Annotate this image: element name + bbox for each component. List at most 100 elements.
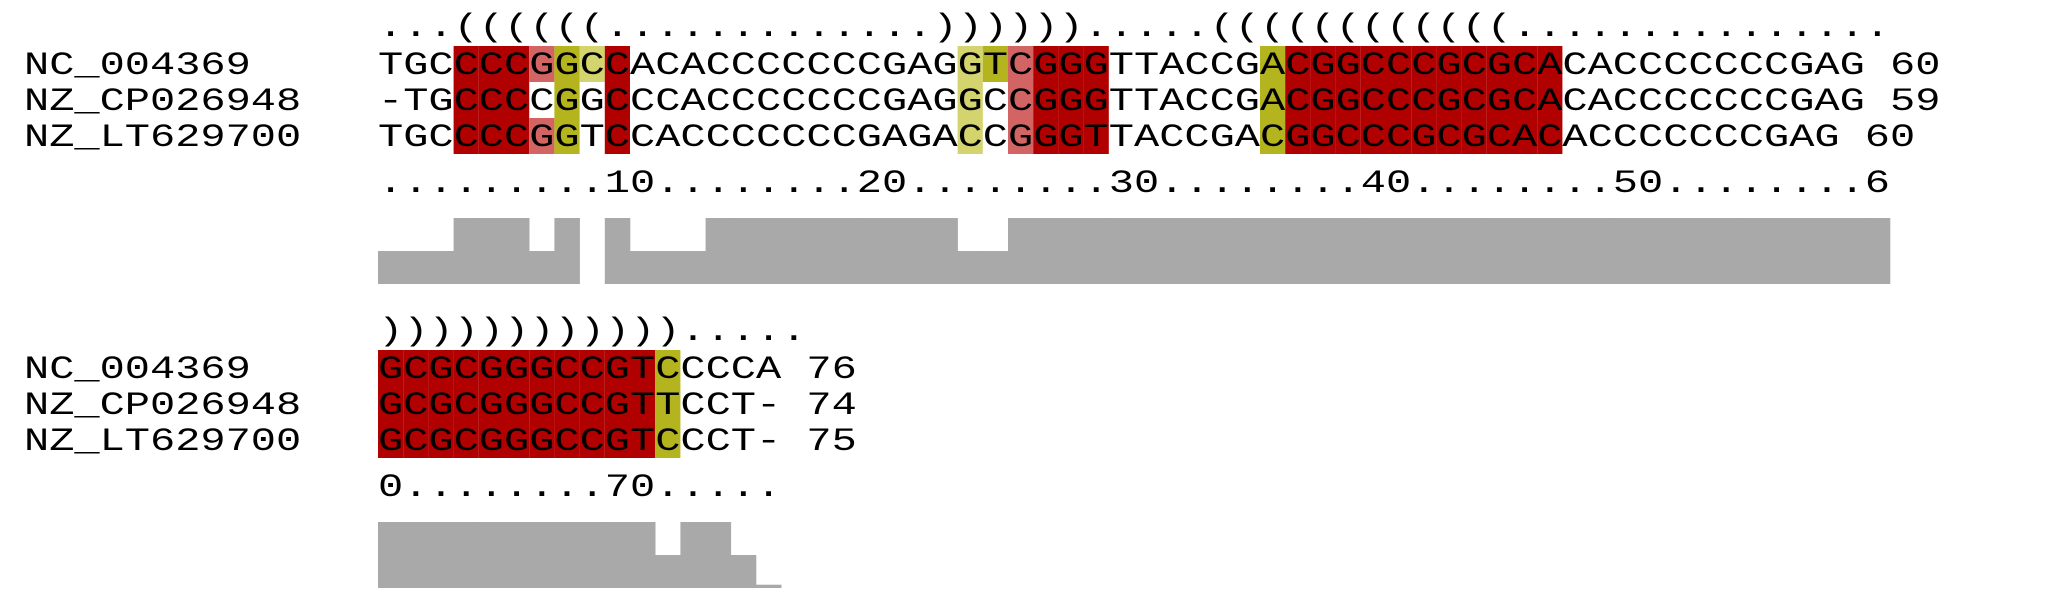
conservation-bar — [1411, 218, 1437, 284]
position-ruler: 0........70..... — [378, 469, 781, 506]
conservation-bar — [1058, 218, 1084, 284]
conservation-bar — [781, 218, 807, 284]
conservation-cell — [504, 350, 530, 386]
conservation-cell — [604, 46, 630, 82]
conservation-cell — [957, 118, 983, 154]
conservation-bar — [756, 218, 782, 284]
conservation-bar — [529, 251, 555, 284]
conservation-cell — [1335, 118, 1361, 154]
conservation-bar — [1108, 218, 1135, 284]
conservation-bar — [1033, 218, 1059, 284]
conservation-cell — [529, 118, 555, 154]
conservation-cell — [529, 46, 555, 82]
conservation-bar — [932, 218, 958, 284]
sequence-name: NC_004369 — [24, 47, 251, 84]
conservation-cell — [957, 46, 983, 82]
conservation-bar — [1310, 218, 1336, 284]
conservation-cell — [1411, 46, 1437, 82]
conservation-cell — [1486, 118, 1512, 154]
conservation-cell — [478, 82, 504, 118]
conservation-bar — [730, 218, 757, 284]
conservation-bar — [1562, 218, 1588, 284]
conservation-cell — [453, 46, 479, 82]
conservation-cell — [378, 422, 404, 458]
conservation-cell — [529, 422, 555, 458]
conservation-cell — [1310, 82, 1336, 118]
conservation-cell — [1083, 46, 1109, 82]
conservation-bar — [1638, 218, 1664, 284]
conservation-bar — [630, 251, 656, 284]
conservation-bar — [1386, 218, 1412, 284]
conservation-bar — [604, 218, 631, 284]
conservation-bar — [1209, 218, 1236, 284]
conservation-bar — [806, 218, 832, 284]
conservation-cell — [378, 350, 404, 386]
conservation-cell — [1360, 46, 1386, 82]
conservation-cell — [504, 118, 530, 154]
sequence-row: GCGCGGGCCGTCCCT- — [378, 423, 781, 460]
conservation-cell — [630, 422, 656, 458]
conservation-cell — [982, 46, 1008, 82]
conservation-cell — [579, 46, 605, 82]
conservation-bar — [856, 218, 883, 284]
conservation-cell — [655, 386, 681, 422]
conservation-bar — [1083, 218, 1110, 284]
conservation-bar — [428, 251, 454, 284]
conservation-bar — [730, 555, 757, 588]
conservation-bar — [1764, 218, 1790, 284]
conservation-bar — [907, 218, 933, 284]
sequence-row: GCGCGGGCCGTCCCCA — [378, 351, 782, 388]
secondary-structure: ...((((((.............)))))).....(((((((… — [378, 9, 1890, 46]
conservation-cell — [403, 422, 429, 458]
conservation-bar — [1134, 218, 1160, 284]
conservation-cell — [1512, 118, 1538, 154]
sequence-end-position: 75 — [806, 423, 856, 460]
conservation-cell — [554, 422, 580, 458]
conservation-cell — [504, 386, 530, 422]
sequence-end-position: 76 — [806, 351, 856, 388]
conservation-cell — [554, 82, 580, 118]
conservation-bar — [453, 218, 480, 284]
conservation-bar — [1461, 218, 1488, 284]
conservation-cell — [1285, 82, 1311, 118]
conservation-bar — [705, 218, 732, 284]
conservation-cell — [604, 422, 630, 458]
conservation-cell — [1033, 46, 1059, 82]
sequence-name: NC_004369 — [24, 351, 251, 388]
conservation-bar — [1663, 218, 1689, 284]
conservation-cell — [529, 350, 555, 386]
conservation-bar — [1436, 218, 1462, 284]
conservation-bar — [604, 522, 631, 588]
conservation-cell — [604, 386, 630, 422]
conservation-cell — [1083, 118, 1109, 154]
conservation-cell — [1436, 46, 1462, 82]
conservation-cell — [1008, 118, 1034, 154]
sequence-end-position: 60 — [1865, 119, 1915, 156]
conservation-bar — [1184, 218, 1210, 284]
conservation-cell — [453, 422, 479, 458]
sequence-name: NZ_LT629700 — [24, 119, 301, 156]
conservation-cell — [604, 350, 630, 386]
conservation-bar — [882, 218, 908, 284]
conservation-bar — [378, 251, 404, 284]
conservation-bar — [403, 522, 429, 588]
conservation-bar — [655, 251, 681, 284]
conservation-cell — [1360, 82, 1386, 118]
conservation-cell — [554, 386, 580, 422]
conservation-cell — [478, 422, 504, 458]
conservation-cell — [453, 82, 479, 118]
conservation-bar — [982, 251, 1009, 284]
conservation-cell — [579, 350, 605, 386]
conservation-bar — [478, 218, 505, 284]
sequence-row: TGCCCCGGCCACACCCCCCCGAGGTCGGGTTACCGACGGC… — [378, 47, 1865, 84]
conservation-cell — [1260, 118, 1286, 154]
conservation-cell — [655, 350, 681, 386]
conservation-bar — [1738, 218, 1765, 284]
conservation-bar — [1864, 218, 1891, 284]
conservation-cell — [1386, 82, 1412, 118]
conservation-cell — [1360, 118, 1386, 154]
conservation-cell — [1285, 118, 1311, 154]
conservation-cell — [1033, 118, 1059, 154]
conservation-bar — [1688, 218, 1714, 284]
